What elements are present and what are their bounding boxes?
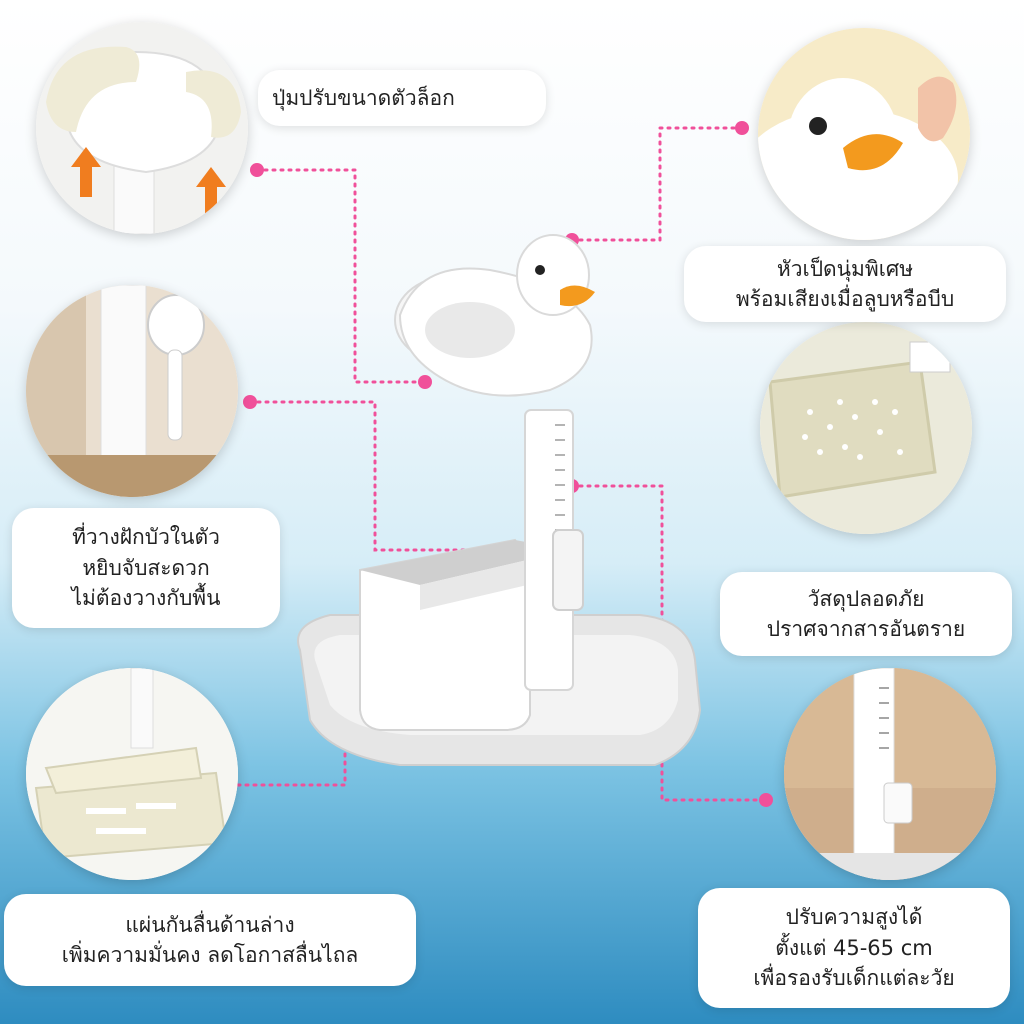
material-closeup-photo [760, 322, 972, 534]
height-pole-photo [784, 668, 996, 880]
label-duck-head: หัวเป็ดนุ่มพิเศษ พร้อมเสียงเมื่อลูบหรือบ… [684, 246, 1006, 322]
label-anti-slip: แผ่นกันลื่นด้านล่าง เพิ่มความมั่นคง ลดโอ… [4, 894, 416, 986]
label-lock-button: ปุ่มปรับขนาดตัวล็อก [258, 70, 546, 126]
label-height-line3: เพื่อรองรับเด็กแต่ละวัย [753, 966, 955, 991]
label-height-line1: ปรับความสูงได้ [785, 905, 923, 930]
dot-lock-a [250, 163, 264, 177]
dot-lock-b [418, 375, 432, 389]
label-shower-line1: ที่วางฝักบัวในตัว [72, 525, 220, 550]
label-lock-line1: ปุ่มปรับขนาดตัวล็อก [272, 85, 455, 110]
label-duck-line1: หัวเป็ดนุ่มพิเศษ [776, 256, 914, 281]
label-height-line2: ตั้งแต่ 45-65 cm [775, 935, 933, 960]
label-antislip-line2: เพิ่มความมั่นคง ลดโอกาสลื่นไถล [61, 943, 359, 967]
lock-adjust-photo [36, 22, 248, 234]
dot-duck-b [735, 121, 749, 135]
label-safe-material: วัสดุปลอดภัย ปราศจากสารอันตราย [720, 572, 1012, 656]
dot-height-b [759, 793, 773, 807]
anti-slip-base-photo [26, 668, 238, 880]
label-shower-line3: ไม่ต้องวางกับพื้น [71, 586, 221, 611]
connector-antislip [228, 674, 347, 787]
label-duck-line2: พร้อมเสียงเมื่อลูบหรือบีบ [735, 287, 955, 311]
shower-holder-photo [26, 285, 238, 497]
label-antislip-line1: แผ่นกันลื่นด้านล่าง [125, 912, 295, 937]
label-shower-holder: ที่วางฝักบัวในตัว หยิบจับสะดวก ไม่ต้องวา… [12, 508, 280, 628]
dot-shower-a [243, 395, 257, 409]
label-height-adjust: ปรับความสูงได้ ตั้งแต่ 45-65 cm เพื่อรอง… [698, 888, 1010, 1008]
duck-bath-stand-image [297, 234, 702, 766]
label-material-line2: ปราศจากสารอันตราย [766, 617, 966, 641]
connector-lock [255, 168, 427, 384]
label-shower-line2: หยิบจับสะดวก [82, 555, 210, 580]
connector-duck [570, 126, 744, 242]
duck-head-photo [758, 28, 970, 240]
label-material-line1: วัสดุปลอดภัย [807, 586, 925, 611]
